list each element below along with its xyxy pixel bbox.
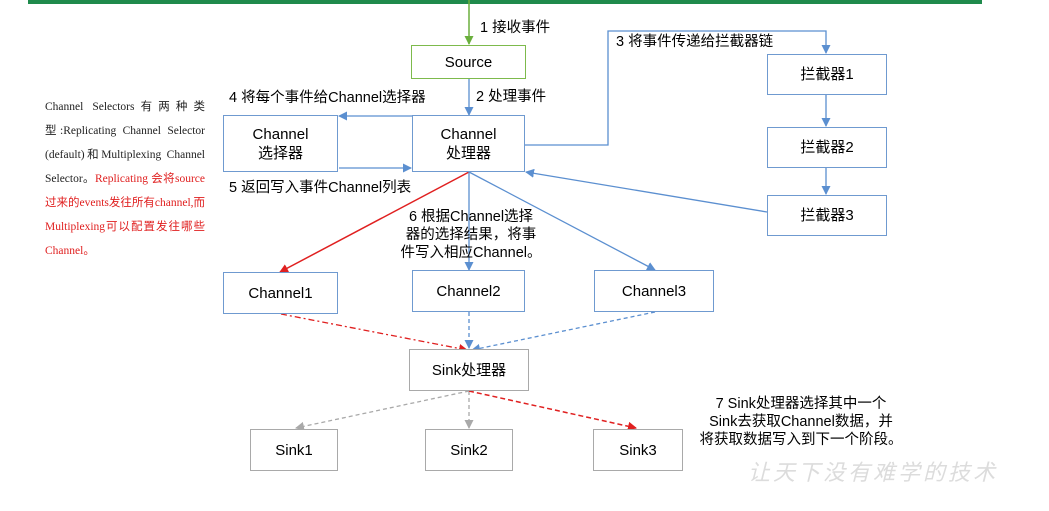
arrow-channel3-to-sink-processor bbox=[471, 311, 656, 353]
channel1-label: Channel1 bbox=[248, 284, 313, 302]
step1-label: 1 接收事件 bbox=[480, 20, 551, 36]
sink1-node: Sink1 bbox=[250, 429, 338, 471]
step4-label: 4 将每个事件给Channel选择器 bbox=[229, 90, 426, 106]
arrow-to-interceptor-chain bbox=[525, 30, 831, 146]
sink3-node: Sink3 bbox=[593, 429, 683, 471]
note-red-text: Replicating 会将source过来的events发往所有channel… bbox=[45, 173, 206, 257]
sink-processor-label: Sink处理器 bbox=[431, 361, 507, 379]
interceptor2-label: 拦截器2 bbox=[800, 139, 854, 156]
sink1-label: Sink1 bbox=[275, 441, 313, 459]
arrow-channel1-to-sink-processor bbox=[280, 313, 468, 353]
channel1-node: Channel1 bbox=[223, 272, 338, 314]
top-accent-bar bbox=[28, 0, 982, 4]
step6-label: 6 根据Channel选择 器的选择结果，将事 件写入相应Channel。 bbox=[400, 209, 542, 261]
sink2-label: Sink2 bbox=[450, 441, 488, 459]
arrow-to-channel3 bbox=[468, 171, 656, 271]
step7-label: 7 Sink处理器选择其中一个 Sink去获取Channel数据，并 将获取数据… bbox=[699, 396, 903, 448]
interceptor3-node: 拦截器3 bbox=[767, 195, 887, 236]
channel3-label: Channel3 bbox=[621, 282, 687, 300]
channel3-node: Channel3 bbox=[594, 270, 714, 312]
interceptor1-node: 拦截器1 bbox=[767, 54, 887, 95]
channel-processor-node: Channel 处理器 bbox=[412, 115, 525, 172]
channel-selector-node: Channel 选择器 bbox=[223, 115, 338, 172]
arrow-sink-processor-to-sink1 bbox=[295, 390, 470, 431]
step5-label: 5 返回写入事件Channel列表 bbox=[229, 180, 412, 196]
arrow-interceptor3-to-processor bbox=[525, 168, 768, 213]
arrow-sink-processor-to-sink3 bbox=[468, 390, 637, 431]
source-label: Source bbox=[444, 53, 493, 71]
sink2-node: Sink2 bbox=[425, 429, 513, 471]
channel2-node: Channel2 bbox=[412, 270, 525, 312]
channel2-label: Channel2 bbox=[436, 282, 501, 300]
sink-processor-node: Sink处理器 bbox=[409, 349, 529, 391]
channel-processor-label: Channel 处理器 bbox=[440, 125, 497, 162]
step2-label: 2 处理事件 bbox=[476, 89, 547, 105]
channel-selector-label: Channel 选择器 bbox=[252, 125, 309, 162]
interceptor2-node: 拦截器2 bbox=[767, 127, 887, 168]
note-black-text: Channel Selectors有两种类型:Replicating Chann… bbox=[45, 101, 205, 185]
interceptor3-label: 拦截器3 bbox=[800, 207, 854, 224]
sink3-label: Sink3 bbox=[619, 441, 657, 459]
arrow-to-channel1 bbox=[279, 171, 470, 273]
step3-label: 3 将事件传递给拦截器链 bbox=[616, 34, 774, 50]
source-node: Source bbox=[411, 45, 526, 79]
watermark: 让天下没有难学的技术 bbox=[748, 461, 999, 486]
channel-selectors-note: Channel Selectors有两种类型:Replicating Chann… bbox=[45, 95, 205, 263]
interceptor1-label: 拦截器1 bbox=[800, 66, 854, 83]
